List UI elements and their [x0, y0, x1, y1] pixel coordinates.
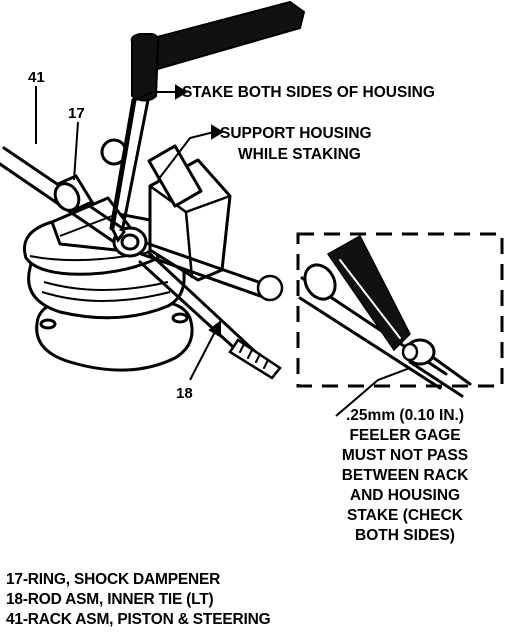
detail-inset: [296, 232, 504, 398]
legend-item: 17-RING, SHOCK DAMPENER: [6, 571, 221, 588]
stake-callout: STAKE BOTH SIDES OF HOUSING: [182, 84, 435, 101]
legend-item: 18-ROD ASM, INNER TIE (LT): [6, 591, 214, 608]
parts-legend: 17-RING, SHOCK DAMPENER 18-ROD ASM, INNE…: [6, 570, 271, 630]
support-callout-line1: SUPPORT HOUSING: [220, 125, 372, 142]
callout-leaders: [35, 84, 411, 417]
inner-tie-rod: [138, 250, 282, 380]
staking-punch: [109, 97, 150, 243]
part-number-18: 18: [176, 385, 193, 402]
feeler-note-line: AND HOUSING: [350, 487, 460, 504]
feeler-note-line: STAKE (CHECK: [347, 507, 464, 524]
feeler-note-line: .25mm (0.10 IN.): [346, 407, 464, 424]
feeler-note-line: MUST NOT PASS: [342, 447, 468, 464]
bench-vise: [23, 144, 232, 372]
part-number-41: 41: [28, 69, 45, 86]
feeler-note-line: BETWEEN RACK: [342, 467, 469, 484]
feeler-gage-note: .25mm (0.10 IN.) FEELER GAGE MUST NOT PA…: [342, 407, 469, 544]
support-callout-line2: WHILE STAKING: [238, 146, 361, 163]
feeler-note-line: BOTH SIDES): [355, 527, 455, 544]
part-number-17: 17: [68, 105, 85, 122]
hammer: [130, 1, 305, 102]
legend-item: 41-RACK ASM, PISTON & STEERING: [6, 611, 271, 628]
shock-dampener-ring: [53, 174, 95, 212]
feeler-note-line: FEELER GAGE: [349, 427, 460, 444]
